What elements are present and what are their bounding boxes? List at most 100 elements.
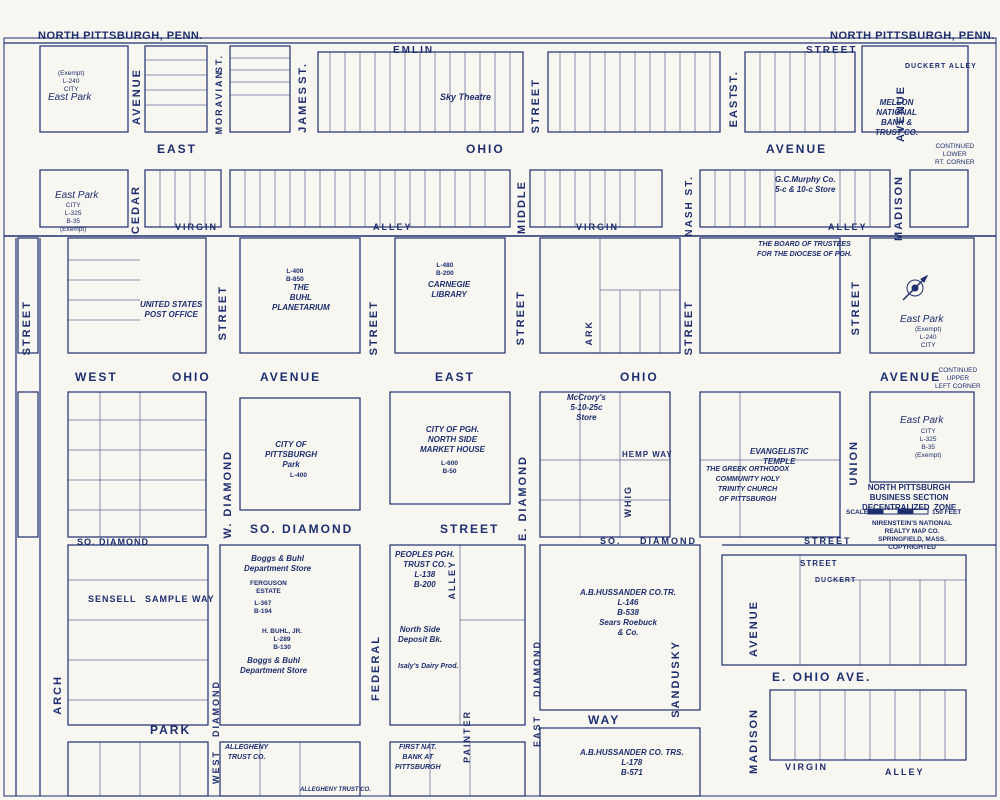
street-avenue-lower-right: AVENUE (748, 600, 760, 658)
boggs-buhl-top: Boggs & Buhl Department Store (244, 554, 312, 573)
east-park-mid: East Park (900, 415, 944, 426)
mccrorys: McCrory's 5-10-25c Store (567, 393, 606, 422)
street-virgin-lower: VIRGIN (785, 762, 829, 772)
east-park-2-info: CITY L-325 B-35 (Exempt) (60, 202, 87, 233)
street-emlin: EMLIN (393, 45, 435, 56)
street-middle: MIDDLE (516, 180, 528, 235)
street-w-diamond: W. DIAMOND (222, 450, 234, 539)
street-way: WAY (588, 713, 621, 727)
street-south-market: STREET (440, 522, 500, 536)
sky-theatre: Sky Theatre (440, 92, 492, 102)
scale-label: SCALE (846, 509, 869, 516)
north-side-deposit: North Side Deposit Bk. (398, 625, 443, 644)
street-e-ohio-ave: E. OHIO AVE. (772, 670, 872, 684)
street-duckert: DUCKERT (815, 577, 857, 584)
planetarium: THE BUHL PLANETARIUM (272, 283, 330, 312)
scale-bar (867, 508, 929, 515)
street-diamond-lower: DIAMOND (211, 680, 221, 737)
map-title-right: NORTH PITTSBURGH, PENN. (830, 30, 995, 42)
street-top-right: STREET (806, 45, 858, 56)
street-union: UNION (848, 440, 860, 486)
street-virgin-left: VIRGIN (175, 222, 219, 232)
street-ohio-west: OHIO (172, 370, 211, 384)
legend-publisher: NIRENSTEIN'S NATIONAL REALTY MAP CO. SPR… (872, 520, 953, 551)
street-so-right: SO. (600, 536, 622, 546)
street-right-lower: STREET (804, 536, 852, 546)
street-arch: ARCH (52, 675, 64, 715)
street-duckert-alley: DUCKERT ALLEY (905, 63, 977, 70)
street-east-ohio-east: EAST (157, 142, 198, 156)
street-mid-top: STREET (530, 78, 542, 134)
compass-icon (902, 274, 929, 301)
street-ohio-mid: OHIO (620, 370, 659, 384)
street-east: STREET (683, 300, 695, 356)
gc-murphy: G.C.Murphy Co. 5-c & 10-c Store (775, 175, 836, 194)
street-e-diamond: E. DIAMOND (517, 455, 529, 541)
east-park-2: East Park (55, 190, 99, 201)
street-so-diamond-left: SO. DIAMOND (77, 537, 150, 547)
street-alley-top-right: ALLEY (828, 222, 868, 232)
street-avenue-mid: AVENUE (880, 370, 942, 384)
street-sample-way: SAMPLE WAY (145, 594, 215, 604)
street-east-mid: EAST (435, 370, 476, 384)
street-sensell: SENSELL (88, 594, 137, 604)
street-federal: FEDERAL (370, 635, 382, 701)
street-hemp-way: HEMP WAY (622, 450, 673, 459)
first-nat-bank: FIRST NAT. BANK AT PITTSBURGH (395, 744, 441, 771)
east-park-right-info: (Exempt) L-240 CITY (915, 326, 942, 349)
continued-upper-left: CONTINUED UPPER LEFT CORNER (935, 367, 981, 390)
ferguson-estate: FERGUSON ESTATE (250, 580, 287, 595)
street-painter: PAINTER (462, 710, 472, 763)
legend-title: NORTH PITTSBURGH BUSINESS SECTION DECENT… (862, 483, 957, 512)
street-moravian: MORAVIAN (214, 70, 224, 135)
street-east-top: EAST (728, 90, 740, 128)
ferguson-lot: L-367 B-194 (254, 600, 272, 615)
street-right-box: STREET (800, 559, 838, 568)
street-west-lower: WEST (211, 750, 221, 784)
board-trustees: THE BOARD OF TRUSTEES FOR THE DIOCESE OF… (757, 241, 852, 258)
street-so-diamond-mid: SO. DIAMOND (250, 522, 354, 536)
street-diamond-word: DIAMOND (640, 536, 697, 546)
mellon-bank: MELLON NATIONAL BANK & TRUST CO. (875, 98, 919, 137)
planetarium-lot: L-400 B-850 (286, 268, 304, 283)
street-west: WEST (75, 370, 118, 384)
street-east-lower: EAST (532, 715, 542, 748)
buhl-jr: H. BUHL, JR. L-289 B-130 (262, 628, 303, 651)
market-lot: L-600 B-50 (441, 460, 458, 475)
street-alley-top: ALLEY (373, 222, 413, 232)
street-left: STREET (21, 300, 33, 356)
carnegie-library: CARNEGIE LIBRARY (428, 280, 471, 299)
street-nash: NASH ST. (684, 175, 695, 237)
street-moravian-st: ST. (214, 54, 224, 74)
street-avenue-top-left: AVENUE (131, 68, 143, 126)
east-park-mid-info: CITY L-325 B-35 (Exempt) (915, 428, 942, 459)
east-park-1-info: (Exempt) L-240 CITY (58, 70, 85, 93)
street-virgin-mid: VIRGIN (576, 222, 620, 232)
evangelistic-temple: EVANGELISTIC TEMPLE (750, 447, 809, 466)
continued-lower-rt: CONTINUED LOWER RT. CORNER (935, 143, 975, 166)
library-lot: L-480 B-200 (436, 262, 454, 277)
peoples-trust: PEOPLES PGH. TRUST CO. L-138 B-200 (395, 550, 455, 589)
boggs-buhl-bottom: Boggs & Buhl Department Store (240, 656, 308, 675)
street-east-ohio-ohio: OHIO (466, 142, 505, 156)
street-park: PARK (150, 723, 192, 737)
east-park-1: East Park (48, 92, 92, 103)
street-james: JAMES (297, 85, 309, 133)
sears-roebuck: A.B.HUSSANDER CO.TR. L-146 B-538 Sears R… (580, 588, 677, 637)
street-cedar: CEDAR (130, 185, 142, 235)
street-madison-lower: MADISON (748, 708, 760, 774)
isalys: Isaly's Dairy Prod. (398, 663, 459, 670)
street-market-right: STREET (515, 290, 527, 346)
street-ark: ARK (584, 320, 594, 346)
east-park-right: East Park (900, 314, 944, 325)
street-east-top-st: ST. (728, 70, 740, 92)
scale-feet: 150 FEET (932, 509, 962, 516)
street-diamond-east-lower: DIAMOND (532, 640, 542, 697)
greek-orthodox: THE GREEK ORTHODOX COMMUNITY HOLY TRINIT… (706, 466, 790, 503)
street-avenue-west: AVENUE (260, 370, 322, 384)
street-east-ohio-avenue: AVENUE (766, 142, 828, 156)
street-alley-lower: ALLEY (885, 767, 925, 777)
street-sandusky: SANDUSKY (670, 640, 682, 718)
